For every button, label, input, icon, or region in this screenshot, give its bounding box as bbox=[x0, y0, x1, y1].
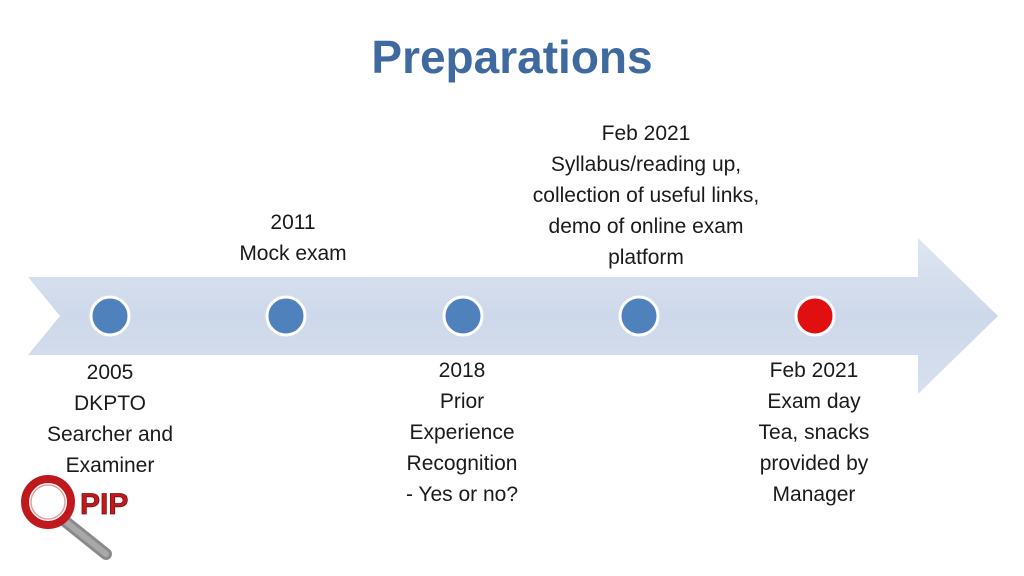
label-line: Searcher and bbox=[46, 423, 174, 446]
label-line: Mock exam bbox=[239, 242, 347, 265]
label-line: DKPTO bbox=[74, 392, 146, 415]
label-line: Manager bbox=[772, 483, 856, 506]
milestone-label-2018: 2018 Prior Experience Recognition - Yes … bbox=[372, 355, 552, 510]
magnifier-icon bbox=[21, 475, 112, 560]
milestone-dot-m2011 bbox=[265, 295, 307, 337]
milestone-label-2021-feb-prep: Feb 2021 Syllabus/reading up, collection… bbox=[486, 118, 806, 273]
label-line: provided by bbox=[759, 452, 869, 475]
pip-logo: PIP bbox=[21, 475, 129, 560]
label-line: Feb 2021 bbox=[601, 122, 691, 145]
label-line: Feb 2021 bbox=[769, 359, 859, 382]
label-line: Syllabus/reading up, bbox=[550, 153, 742, 176]
label-line: Experience bbox=[409, 421, 515, 444]
milestone-label-2021-feb-exam: Feb 2021 Exam day Tea, snacks provided b… bbox=[724, 355, 904, 510]
label-line: Examiner bbox=[65, 454, 155, 477]
label-line: Tea, snacks bbox=[758, 421, 870, 444]
label-line: 2005 bbox=[86, 361, 134, 384]
arrow-body bbox=[28, 238, 998, 394]
milestone-label-2011: 2011 Mock exam bbox=[203, 207, 383, 269]
label-line: collection of useful links, bbox=[532, 184, 760, 207]
label-line: 2018 bbox=[438, 359, 486, 382]
label-line: demo of online exam bbox=[548, 215, 744, 238]
milestone-dot-m2021a bbox=[618, 295, 660, 337]
milestone-dot-m2021b bbox=[794, 295, 836, 337]
label-line: Exam day bbox=[767, 390, 861, 413]
milestone-dot-m2005 bbox=[89, 295, 131, 337]
label-line: Prior bbox=[439, 390, 485, 413]
label-line: platform bbox=[608, 246, 684, 269]
milestone-dot-m2018 bbox=[442, 295, 484, 337]
label-line: - Yes or no? bbox=[405, 483, 519, 506]
page-title: Preparations bbox=[371, 31, 653, 83]
logo-text: PIP bbox=[80, 488, 128, 521]
milestone-label-2005: 2005 DKPTO Searcher and Examiner bbox=[20, 357, 200, 481]
label-line: 2011 bbox=[270, 211, 316, 234]
label-line: Recognition bbox=[406, 452, 518, 475]
